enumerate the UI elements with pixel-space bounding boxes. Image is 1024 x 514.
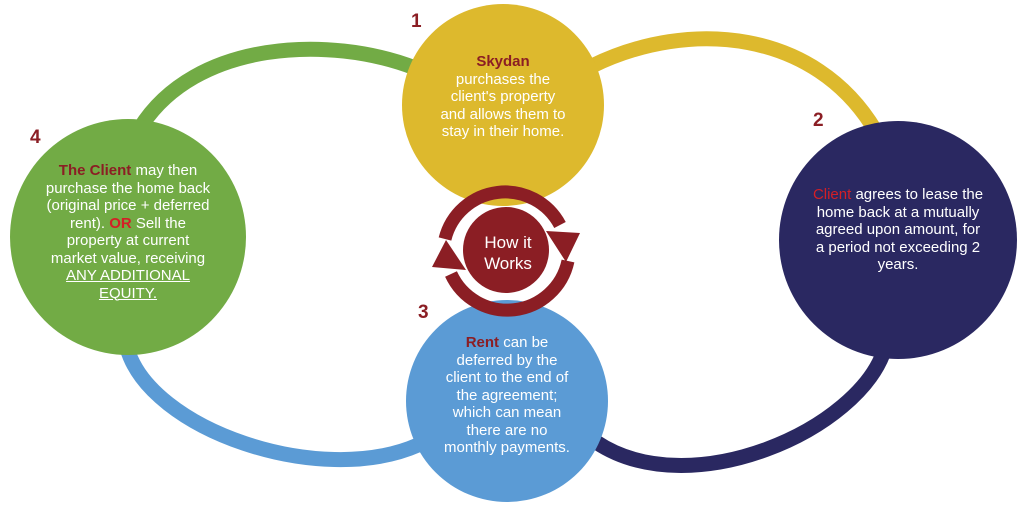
step-3-body: can be deferred by the client to the end… — [444, 334, 570, 456]
center-label: How it Works — [462, 232, 554, 274]
step-1-highlight: Skydan — [476, 53, 530, 70]
cycle-arrows — [432, 185, 580, 317]
step-number-1: 1 — [411, 11, 422, 32]
circle-step-4 — [10, 119, 246, 355]
step-3-text: Rent can be deferred by the client to th… — [440, 334, 574, 457]
step-4-body-a: may then purchase the home back (origina… — [45, 162, 211, 232]
step-number-4: 4 — [30, 127, 41, 148]
arc-navy — [591, 345, 893, 473]
step-2-body: agrees to lease the home back at a mutua… — [815, 186, 984, 273]
circle-step-2 — [779, 121, 1017, 359]
step-number-2: 2 — [813, 110, 824, 131]
step-4-equity: ANY ADDITIONAL EQUITY. — [66, 267, 190, 302]
center-circle — [463, 207, 549, 293]
step-1-text: Skydan purchases the client's property a… — [438, 53, 568, 141]
step-4-highlight: The Client — [58, 162, 132, 179]
center-label-line-2: Works — [484, 254, 532, 273]
center-label-line-1: How it — [484, 233, 532, 252]
arc-blue — [119, 345, 422, 468]
step-4-text: The Client may then purchase the home ba… — [42, 162, 214, 302]
step-1-body: purchases the client's property and allo… — [440, 70, 566, 141]
arc-green — [133, 41, 418, 133]
circle-step-3 — [406, 300, 608, 502]
step-4-or: OR — [109, 214, 132, 232]
arc-yellow — [588, 31, 882, 134]
step-4-body-b: Sell the property at current market valu… — [50, 214, 206, 267]
step-2-highlight: Client — [812, 186, 852, 203]
circle-step-1 — [402, 4, 604, 206]
step-2-text: Client agrees to lease the home back at … — [812, 186, 984, 274]
step-3-highlight: Rent — [465, 334, 500, 351]
step-number-3: 3 — [418, 302, 429, 323]
